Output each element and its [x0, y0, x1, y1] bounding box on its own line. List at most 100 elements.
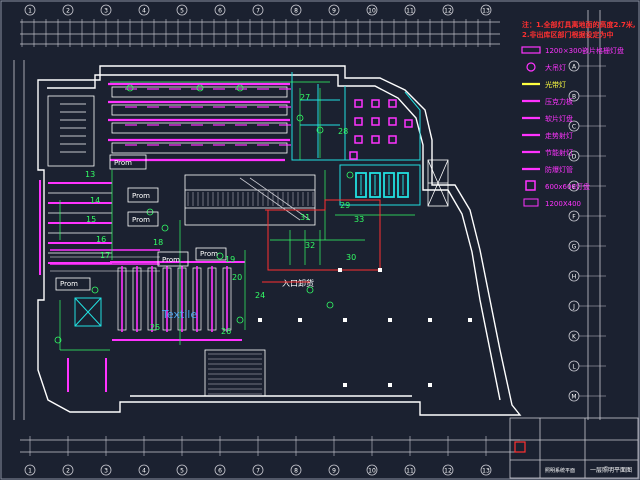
grid-bubble: [480, 4, 492, 16]
grid-bubble-label: 3: [104, 8, 108, 15]
circuit-number: 26: [221, 327, 231, 336]
promo-room-label: Prom: [132, 216, 150, 224]
legend-item: 大吊灯: [526, 62, 566, 72]
grid-bubble: [62, 4, 74, 16]
cyan-panel-grid: [339, 164, 421, 206]
promo-room-label: Prom: [162, 256, 180, 264]
entrance-label: 入口卸货: [282, 278, 314, 288]
grid-bubble-label: 8: [294, 468, 298, 475]
cyan-zone: [291, 72, 421, 161]
light-symbol: [196, 84, 204, 92]
grid-bubble-label: 13: [482, 468, 490, 475]
grid-bubble: [290, 464, 302, 476]
square-panel-icon: [525, 180, 536, 191]
legend-item: 节能射灯: [522, 148, 573, 157]
grid-bubble-label: B: [572, 94, 576, 101]
grid-bubble: [100, 4, 112, 16]
grid-bubble-label: 9: [332, 468, 336, 475]
grid-bubble-label: 5: [180, 8, 184, 15]
circuit-number: 30: [346, 253, 356, 262]
grid-bubble: [442, 464, 454, 476]
structural-column: [338, 268, 342, 272]
legend-label: 1200×300嵌片格栅灯盘: [545, 46, 624, 55]
legend-item: 走势射灯: [522, 131, 573, 140]
square-panel-fixture: [354, 135, 363, 144]
grid-bubble-label: F: [572, 214, 576, 221]
grid-bubble-label: G: [572, 244, 577, 251]
light-symbol: [236, 84, 244, 92]
circuit-number: 18: [153, 238, 163, 247]
grid-bubble-label: 5: [180, 468, 184, 475]
circuit-number: 17: [100, 251, 110, 260]
grid-bubble: [404, 464, 416, 476]
grid-bubble-label: E: [572, 184, 576, 191]
square-panel-fixture: [404, 119, 413, 128]
grid-bubble-label: 1: [28, 468, 32, 475]
grid-bubble: [62, 464, 74, 476]
circuit-number: 19: [225, 255, 235, 264]
grid-bubble-label: 6: [218, 8, 222, 15]
drawing-name: 一层照明平面图: [590, 467, 632, 474]
square-panel-fixture: [349, 151, 358, 160]
right-service-core: [427, 159, 449, 207]
grid-bubble-label: 2: [66, 8, 70, 15]
left-department-shelves: [39, 180, 160, 275]
circuit-number: 32: [305, 241, 315, 250]
grid-bubble: [366, 4, 378, 16]
structural-column: [298, 318, 302, 322]
promo-room: [157, 251, 189, 267]
grid-bubble-label: 4: [142, 8, 146, 15]
grid-bubble: [214, 4, 226, 16]
legend-label: 走势射灯: [545, 131, 573, 140]
note-line-1: 注：1.全部灯具离地面的高度2.7米,: [522, 20, 636, 29]
textile-racks: [67, 261, 245, 392]
grid-bubble: [214, 464, 226, 476]
square-panel-fixture: [388, 135, 397, 144]
long-fixture-icon: [521, 46, 541, 54]
grid-bubble: [138, 4, 150, 16]
legend-label: 软片灯盘: [545, 114, 573, 123]
structural-column: [388, 383, 392, 387]
legend-item: 压克力板: [522, 97, 573, 106]
red-zone-boundary: [265, 199, 381, 271]
right-dimension-lines: [587, 10, 601, 420]
top-dimension-ticks: [21, 19, 491, 47]
structural-column: [468, 318, 472, 322]
cyan-panel: [369, 172, 381, 198]
square-panel-fixture: [354, 99, 363, 108]
grid-bubble-label: 1: [28, 8, 32, 15]
light-symbol: [316, 126, 324, 134]
circuit-number: 16: [96, 235, 106, 244]
grid-bubble-label: C: [572, 124, 576, 131]
title-block: [509, 417, 639, 479]
structural-columns: [258, 268, 472, 387]
grid-bubble-label: 2: [66, 468, 70, 475]
grid-bubble-label: 10: [368, 8, 376, 15]
legend-item: 1200×300嵌片格栅灯盘: [521, 46, 624, 55]
light-symbol: [216, 252, 224, 260]
shelf-row: [111, 122, 288, 134]
grid-bubble-label: 8: [294, 8, 298, 15]
square-panel-fixture: [371, 135, 380, 144]
legend-label: 光带灯: [545, 80, 566, 89]
promo-room-label: Prom: [200, 250, 218, 258]
structural-column: [343, 383, 347, 387]
square-panel-fixture: [354, 117, 363, 126]
left-dimension-lines: [13, 60, 25, 420]
light-symbol: [326, 301, 334, 309]
grid-bubble-label: 7: [256, 8, 260, 15]
sheet-label: 照明系统平面: [545, 467, 575, 474]
promo-room: [127, 187, 159, 203]
grid-bubble: [176, 464, 188, 476]
elevator-shaft: [74, 297, 102, 327]
circuit-number: 29: [340, 201, 350, 210]
square-panel-fixture: [371, 117, 380, 126]
grid-bubble: [252, 4, 264, 16]
structural-column: [258, 318, 262, 322]
grid-bubble-label: L: [572, 364, 576, 371]
grid-bubble: [328, 464, 340, 476]
